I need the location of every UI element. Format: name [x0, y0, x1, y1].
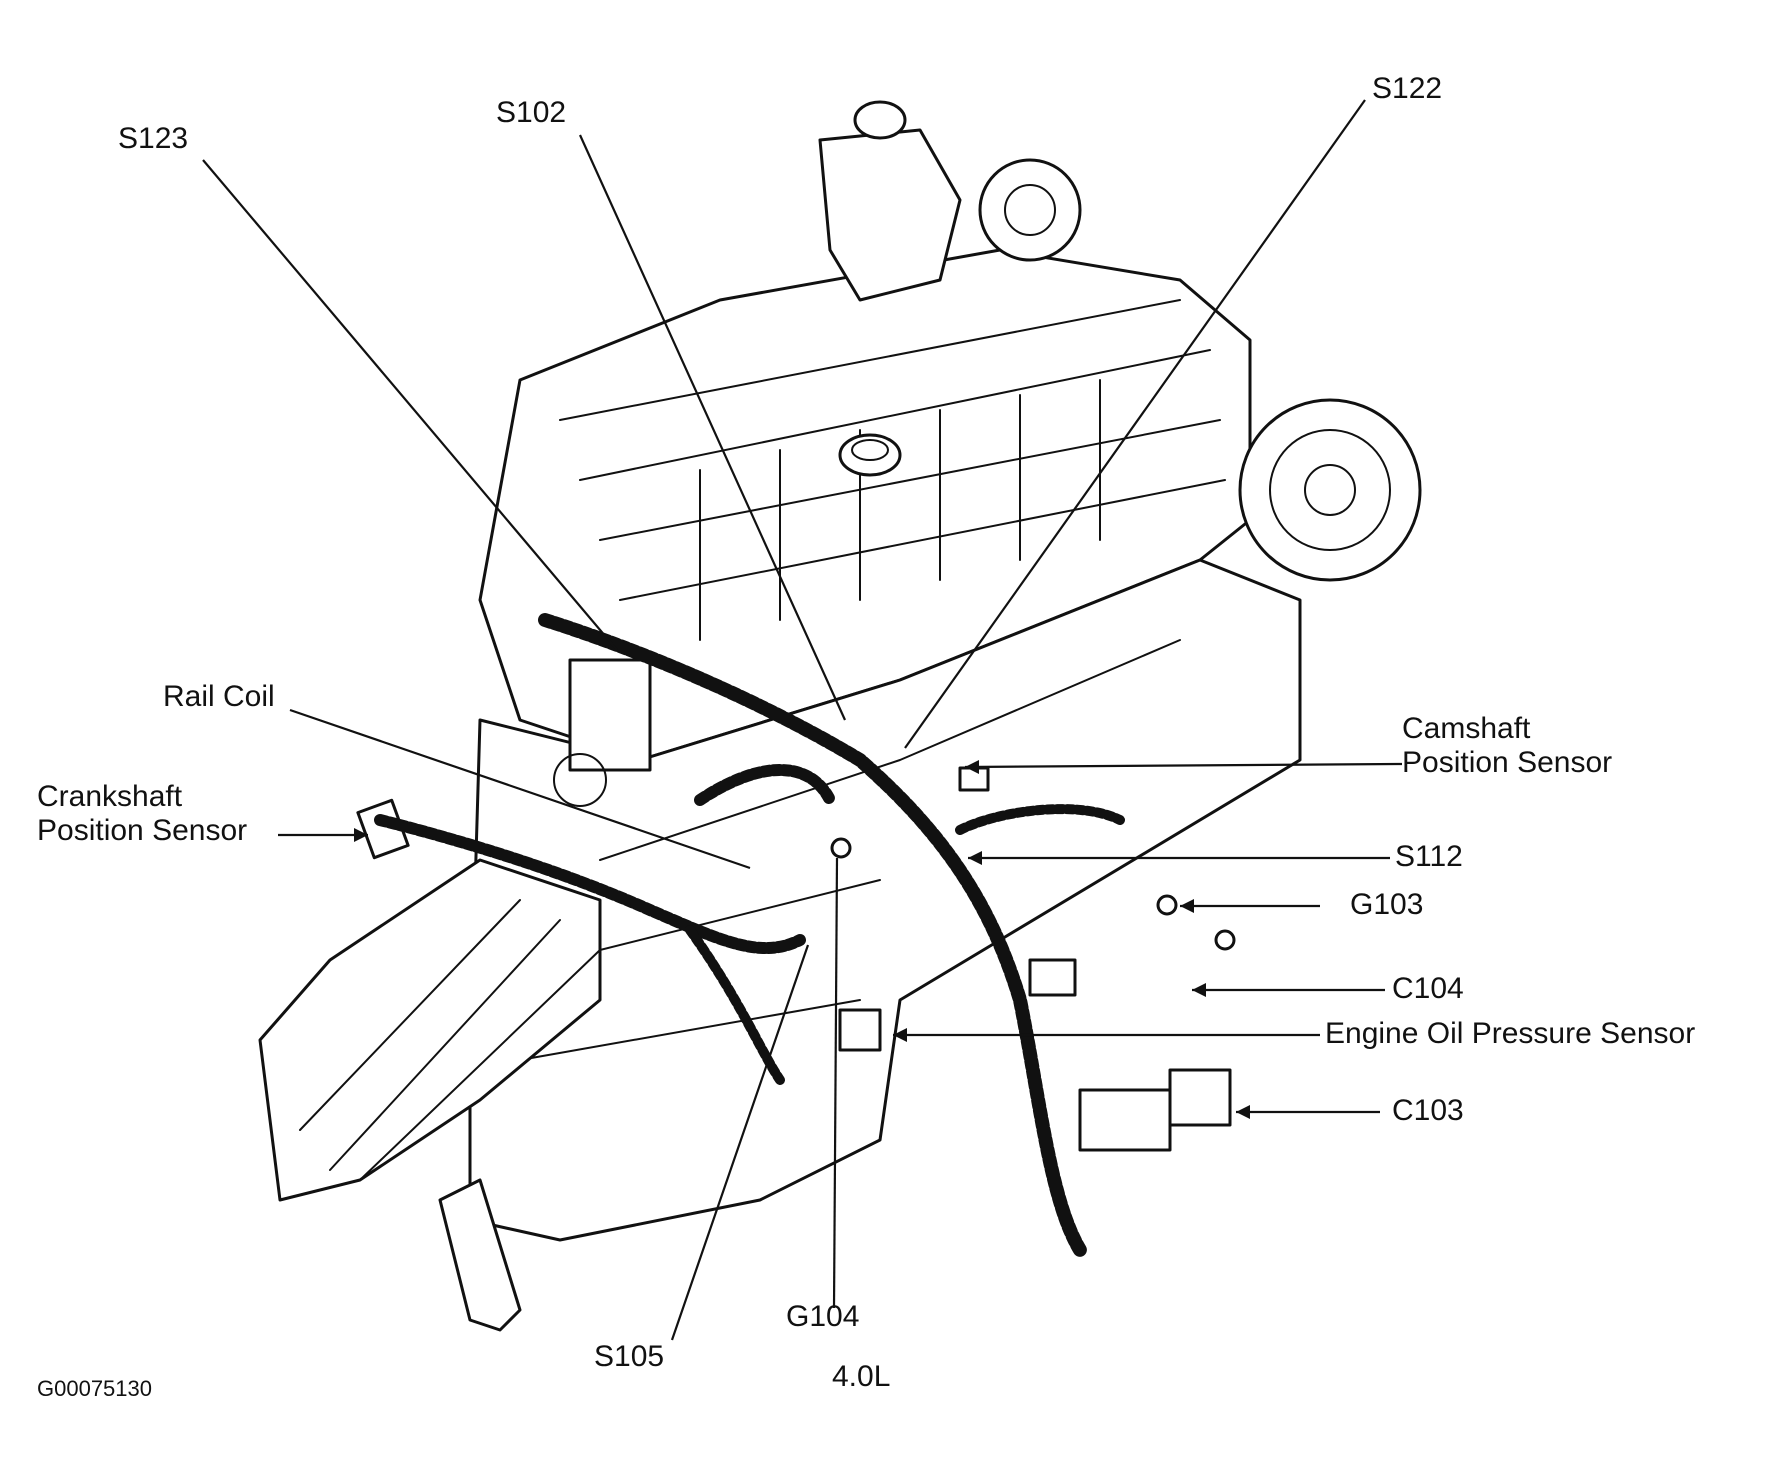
label-engine-oil-pressure-sensor: Engine Oil Pressure Sensor [1325, 1017, 1696, 1050]
label-s105: S105 [594, 1340, 665, 1373]
label-c103: C103 [1392, 1094, 1464, 1127]
label-g104: G104 [786, 1300, 860, 1333]
label-s122: S122 [1372, 72, 1443, 105]
label-crankshaft-line1: Crankshaft [37, 780, 183, 813]
label-s102: S102 [496, 96, 567, 129]
figure-id: G00075130 [37, 1376, 152, 1401]
label-rail-coil: Rail Coil [163, 680, 275, 713]
callout-leader-lines [202, 99, 1403, 1341]
label-camshaft-line1: Camshaft [1402, 712, 1531, 745]
engine-block-art [258, 100, 1422, 1332]
label-camshaft-line2: Position Sensor [1402, 746, 1613, 779]
label-crankshaft-line2: Position Sensor [37, 814, 248, 847]
label-c104: C104 [1392, 972, 1464, 1005]
engine-size-label: 4.0L [832, 1360, 891, 1393]
label-s123: S123 [118, 122, 189, 155]
label-s112: S112 [1395, 840, 1463, 873]
label-g103: G103 [1350, 888, 1424, 921]
